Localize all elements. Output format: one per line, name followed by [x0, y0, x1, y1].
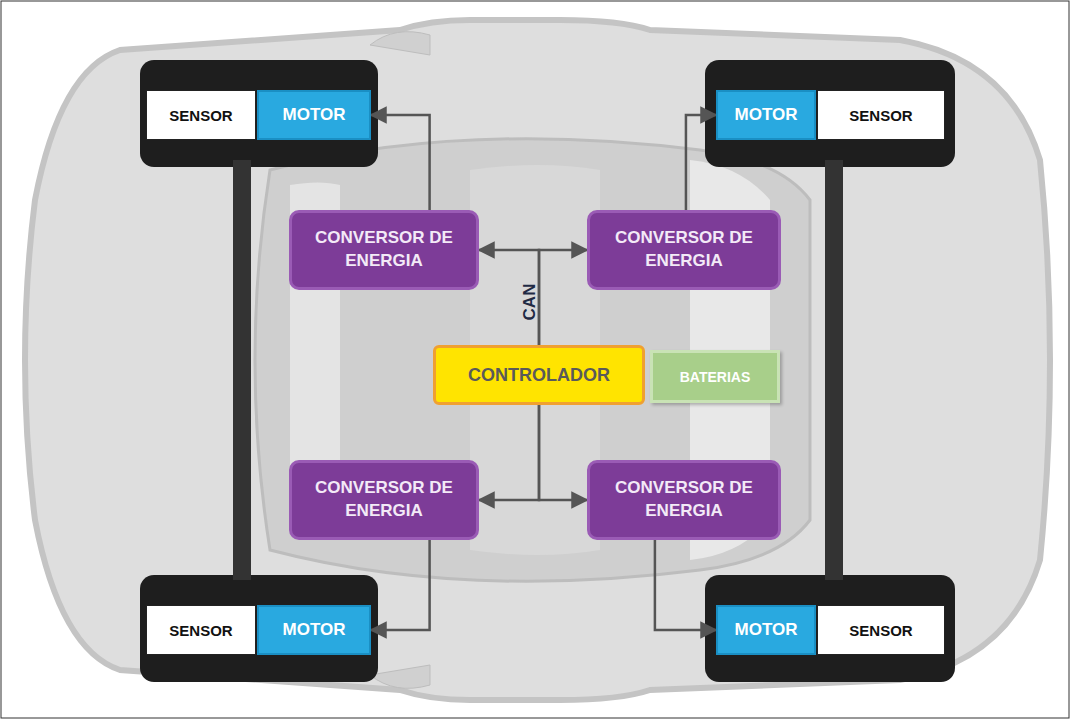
- motor-box: MOTOR: [257, 90, 371, 140]
- motor-box: MOTOR: [716, 90, 816, 140]
- sensor-box: SENSOR: [817, 605, 945, 655]
- node-text: MOTOR: [735, 620, 798, 640]
- node-text: CONVERSOR DE ENERGIA: [590, 477, 778, 523]
- battery-box: BATERIAS: [650, 350, 780, 403]
- sensor-box: SENSOR: [146, 90, 256, 140]
- arrow-connector: [539, 405, 587, 500]
- sensor-box: SENSOR: [817, 90, 945, 140]
- arrow-connector: [371, 540, 430, 630]
- node-text: CONVERSOR DE ENERGIA: [590, 227, 778, 273]
- node-text: SENSOR: [849, 107, 912, 124]
- converter-box: CONVERSOR DE ENERGIA: [289, 210, 479, 290]
- node-text: CONVERSOR DE ENERGIA: [292, 477, 476, 523]
- controller-box: CONTROLADOR: [433, 345, 645, 405]
- arrow-connector: [686, 115, 716, 210]
- arrow-connector: [655, 540, 716, 630]
- node-text: CONTROLADOR: [468, 365, 610, 386]
- node-text: BATERIAS: [680, 369, 751, 385]
- arrow-connector: [371, 115, 430, 210]
- node-text: SENSOR: [169, 622, 232, 639]
- node-text: MOTOR: [283, 105, 346, 125]
- node-text: MOTOR: [735, 105, 798, 125]
- motor-box: MOTOR: [716, 605, 816, 655]
- bus-label: CAN: [520, 283, 540, 320]
- converter-box: CONVERSOR DE ENERGIA: [289, 460, 479, 540]
- converter-box: CONVERSOR DE ENERGIA: [587, 460, 781, 540]
- converter-box: CONVERSOR DE ENERGIA: [587, 210, 781, 290]
- node-text: CONVERSOR DE ENERGIA: [292, 227, 476, 273]
- motor-box: MOTOR: [257, 605, 371, 655]
- arrow-connector: [539, 250, 587, 345]
- arrow-connector: [479, 405, 539, 500]
- node-text: MOTOR: [283, 620, 346, 640]
- node-text: SENSOR: [849, 622, 912, 639]
- node-text: SENSOR: [169, 107, 232, 124]
- sensor-box: SENSOR: [146, 605, 256, 655]
